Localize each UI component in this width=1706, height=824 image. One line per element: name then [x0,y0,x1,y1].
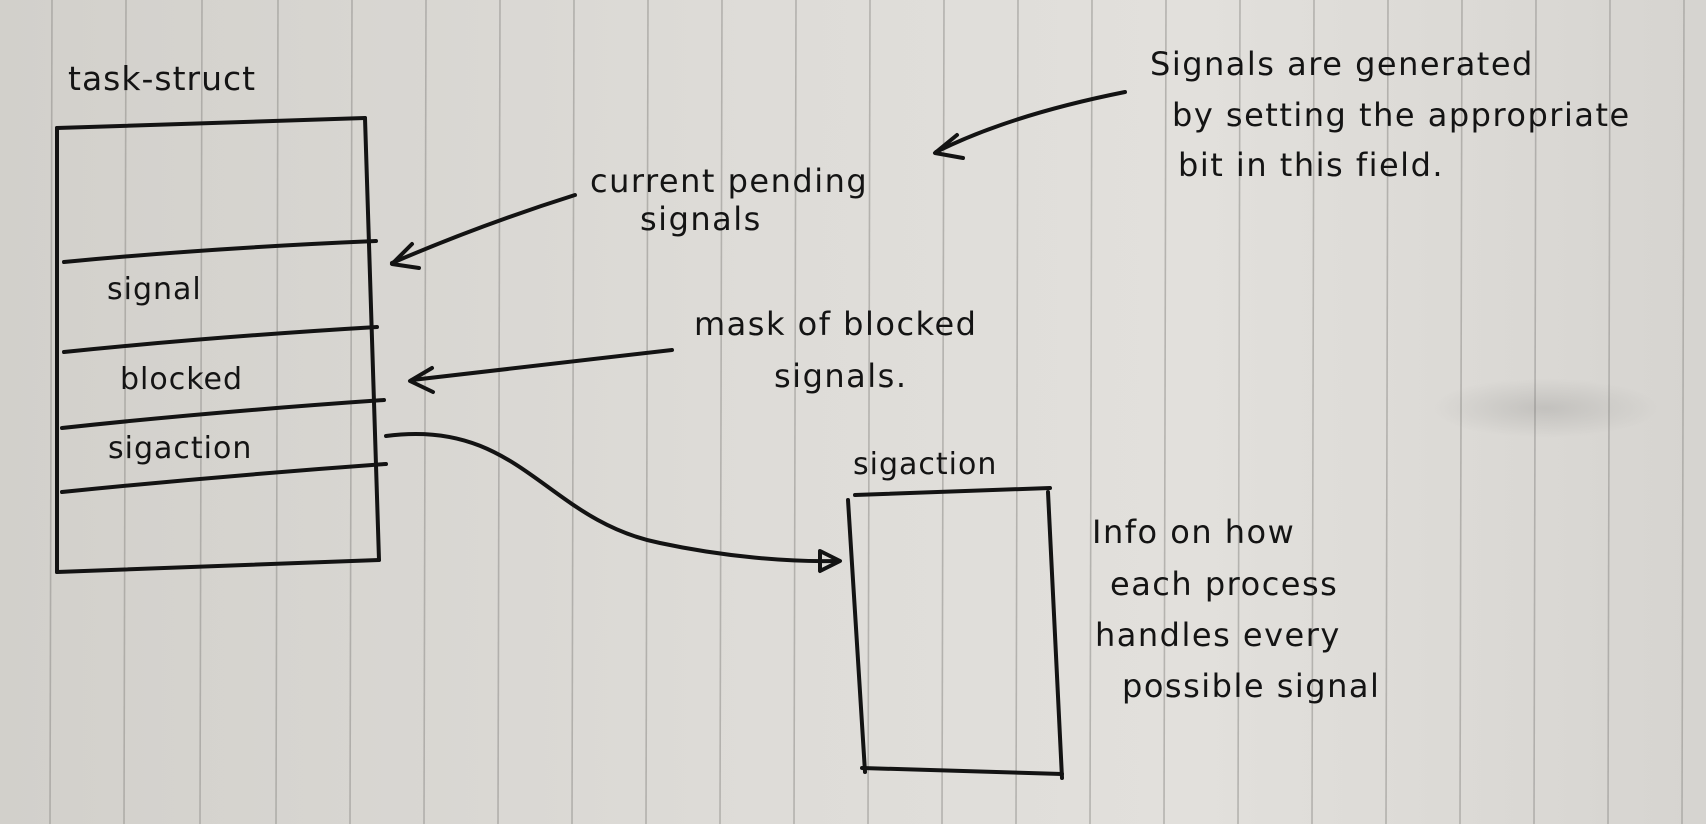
annotation-generated-line1: Signals are generated [1150,45,1534,83]
sigaction-box [846,486,1064,780]
field-blocked-label: blocked [120,362,244,397]
sigaction-arrow [384,432,842,573]
sigaction-box-title: sigaction [853,447,998,482]
field-signal-label: signal [107,272,202,307]
field-sigaction-label: sigaction [108,431,253,466]
blocked-arrow [408,348,674,394]
annotation-generated-line3: bit in this field. [1178,146,1445,184]
task-struct-box [55,116,381,574]
annotation-blocked-line2: signals. [774,357,908,395]
task-struct-dividers [60,239,388,494]
annotation-pending-line2: signals [640,200,762,238]
annotation-pending-line1: current pending [590,162,869,200]
paper-smudge [1430,378,1660,438]
annotation-info-line4: possible signal [1122,667,1381,705]
annotation-blocked-line1: mask of blocked [694,305,978,343]
annotation-info-line3: handles every [1095,616,1341,654]
annotation-generated-line2: by setting the appropriate [1172,96,1631,134]
annotation-info-line1: Info on how [1092,513,1296,551]
generated-arrow [933,90,1127,160]
task-struct-title: task-struct [68,59,257,98]
pending-arrow [390,193,577,270]
annotation-info-line2: each process [1110,565,1339,603]
